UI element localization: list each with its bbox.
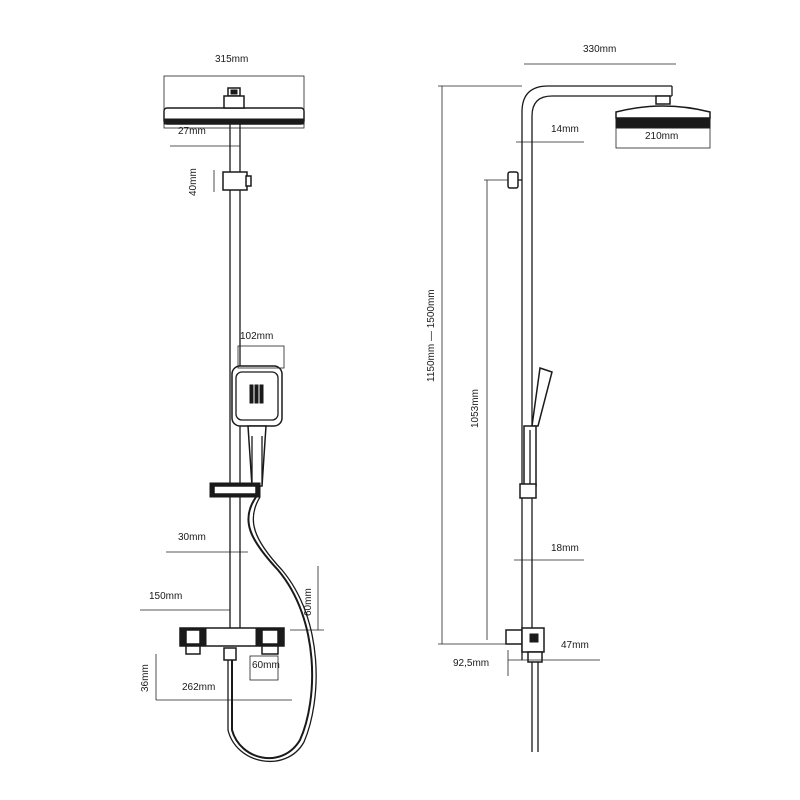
side-valve [505, 627, 545, 752]
front-valve-height-label: 60mm [303, 588, 314, 616]
side-dimensions [438, 63, 711, 676]
side-rail-length-label: 1053mm [470, 389, 481, 428]
hand-shower [231, 365, 283, 487]
side-rail-gap-label: 14mm [551, 124, 579, 135]
side-wall-offset-label: 92,5mm [453, 658, 489, 669]
front-valve-width-label: 262mm [182, 682, 215, 693]
front-handshower-width-label: 102mm [240, 331, 273, 342]
side-bracket [507, 171, 522, 189]
front-valve-depth-label: 150mm [149, 591, 182, 602]
side-height-range-label: 1150mm — 1500mm [426, 289, 437, 382]
side-hand-shower [519, 367, 553, 499]
side-shower-head [615, 95, 711, 129]
rail-bracket [222, 171, 252, 191]
hand-shower-holder [209, 482, 261, 498]
overhead-shower-head [163, 87, 305, 125]
front-outlet-height-label: 36mm [140, 664, 151, 692]
front-head-width-label: 315mm [215, 54, 248, 65]
front-view: 315mm 27mm 40mm 102mm 30mm 150mm 60mm 36… [140, 54, 324, 763]
front-arm-offset-label: 27mm [178, 126, 206, 137]
front-bracket-height-label: 40mm [188, 168, 199, 196]
shower-hose [227, 496, 317, 763]
side-valve-depth-label: 47mm [561, 640, 589, 651]
thermostatic-valve [179, 627, 285, 661]
side-holder-offset-label: 18mm [551, 543, 579, 554]
side-rail-arm [521, 85, 673, 660]
side-head-diameter-label: 210mm [645, 131, 678, 142]
front-dimensions [140, 75, 324, 701]
side-reach-label: 330mm [583, 44, 616, 55]
front-holder-offset-label: 30mm [178, 532, 206, 543]
front-outlet-width-label: 60mm [252, 660, 280, 671]
side-view: 330mm 14mm 210mm 1150mm — 1500mm 1053mm … [426, 44, 711, 752]
